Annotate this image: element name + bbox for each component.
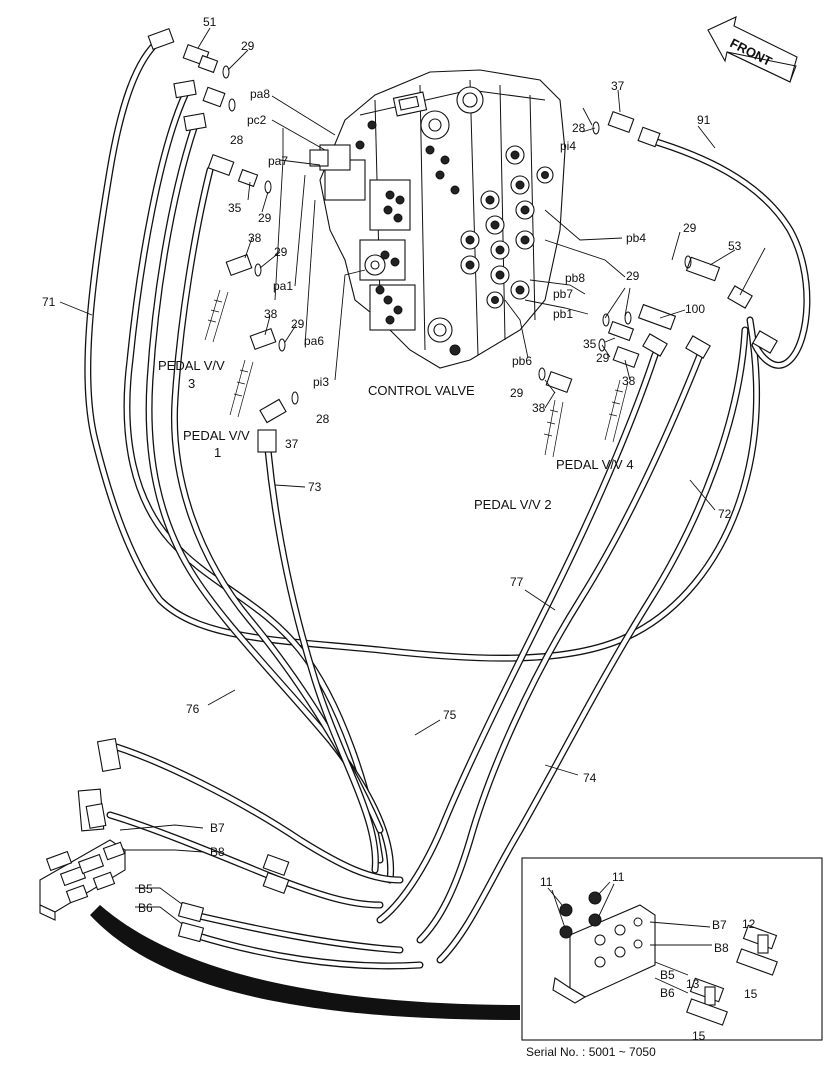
inset-part-11-a: 11 bbox=[540, 875, 553, 889]
pedal-vv1-label-line1: PEDAL V/V bbox=[183, 428, 250, 443]
part-35-a: 35 bbox=[228, 201, 242, 215]
part-29-a: 29 bbox=[241, 39, 255, 53]
inset-part-12: 12 bbox=[742, 917, 756, 931]
part-29-h: 29 bbox=[510, 386, 524, 400]
port-b6: B6 bbox=[138, 901, 153, 915]
port-pi4: pi4 bbox=[560, 139, 576, 153]
part-77: 77 bbox=[510, 575, 524, 589]
part-29-c: 29 bbox=[274, 245, 288, 259]
inset-port-b6: B6 bbox=[660, 986, 675, 1000]
port-pb8: pb8 bbox=[565, 271, 585, 285]
inset-port-b7: B7 bbox=[712, 918, 727, 932]
pedal-vv1-label-line2: 1 bbox=[214, 445, 221, 460]
part-29-g: 29 bbox=[596, 351, 610, 365]
pedal-vv3-label-line1: PEDAL V/V bbox=[158, 358, 225, 373]
pedal-vv4-label: PEDAL V/V 4 bbox=[556, 457, 634, 472]
part-28-b: 28 bbox=[316, 412, 330, 426]
inset-part-15-b: 15 bbox=[692, 1029, 706, 1043]
serial-label: Serial No. : 5001 ~ 7050 bbox=[526, 1045, 656, 1059]
inset-port-b8: B8 bbox=[714, 941, 729, 955]
port-pb6: pb6 bbox=[512, 354, 532, 368]
port-pi3: pi3 bbox=[313, 375, 329, 389]
part-35-b: 35 bbox=[583, 337, 597, 351]
part-38-d: 38 bbox=[532, 401, 546, 415]
control-valve-title: CONTROL VALVE bbox=[368, 383, 475, 398]
pedal-vv2-label: PEDAL V/V 2 bbox=[474, 497, 552, 512]
part-38-b: 38 bbox=[264, 307, 278, 321]
part-74: 74 bbox=[583, 771, 597, 785]
part-29-d: 29 bbox=[291, 317, 305, 331]
part-100: 100 bbox=[685, 302, 705, 316]
part-38-a: 38 bbox=[248, 231, 262, 245]
port-pb4: pb4 bbox=[626, 231, 646, 245]
labels: CONTROL VALVE PEDAL V/V 3 PEDAL V/V 1 PE… bbox=[42, 15, 758, 1059]
port-pa7: pa7 bbox=[268, 154, 288, 168]
part-73: 73 bbox=[308, 480, 322, 494]
port-b5: B5 bbox=[138, 882, 153, 896]
inset-part-11-b: 11 bbox=[612, 870, 625, 884]
leader-lines bbox=[59, 27, 766, 931]
port-pb7: pb7 bbox=[553, 287, 573, 301]
part-28-a: 28 bbox=[230, 133, 244, 147]
bottom-block bbox=[39, 738, 520, 1020]
part-51: 51 bbox=[203, 15, 217, 29]
part-75: 75 bbox=[443, 708, 457, 722]
port-pa1: pa1 bbox=[273, 279, 293, 293]
inset-detail bbox=[521, 857, 823, 1041]
part-29-f: 29 bbox=[626, 269, 640, 283]
part-38-c: 38 bbox=[622, 374, 636, 388]
fittings-upper bbox=[147, 27, 778, 458]
part-28-c: 28 bbox=[572, 121, 586, 135]
part-37-b: 37 bbox=[611, 79, 625, 93]
part-71: 71 bbox=[42, 295, 56, 309]
part-72: 72 bbox=[718, 507, 732, 521]
part-76: 76 bbox=[186, 702, 200, 716]
part-53: 53 bbox=[728, 239, 742, 253]
hoses bbox=[84, 36, 811, 970]
inset-part-15-a: 15 bbox=[744, 987, 758, 1001]
part-91: 91 bbox=[697, 113, 711, 127]
inset-port-b5: B5 bbox=[660, 968, 675, 982]
port-pb1: pb1 bbox=[553, 307, 573, 321]
part-29-e: 29 bbox=[683, 221, 697, 235]
inset-part-13: 13 bbox=[686, 977, 700, 991]
port-b7: B7 bbox=[210, 821, 225, 835]
port-pa6: pa6 bbox=[304, 334, 324, 348]
port-pa8: pa8 bbox=[250, 87, 270, 101]
port-b8: B8 bbox=[210, 845, 225, 859]
part-37-a: 37 bbox=[285, 437, 299, 451]
control-valve-block bbox=[309, 69, 566, 369]
pedal-vv3-label-line2: 3 bbox=[188, 376, 195, 391]
port-pc2: pc2 bbox=[247, 113, 267, 127]
part-29-b: 29 bbox=[258, 211, 272, 225]
front-arrow: FRONT bbox=[707, 16, 798, 83]
